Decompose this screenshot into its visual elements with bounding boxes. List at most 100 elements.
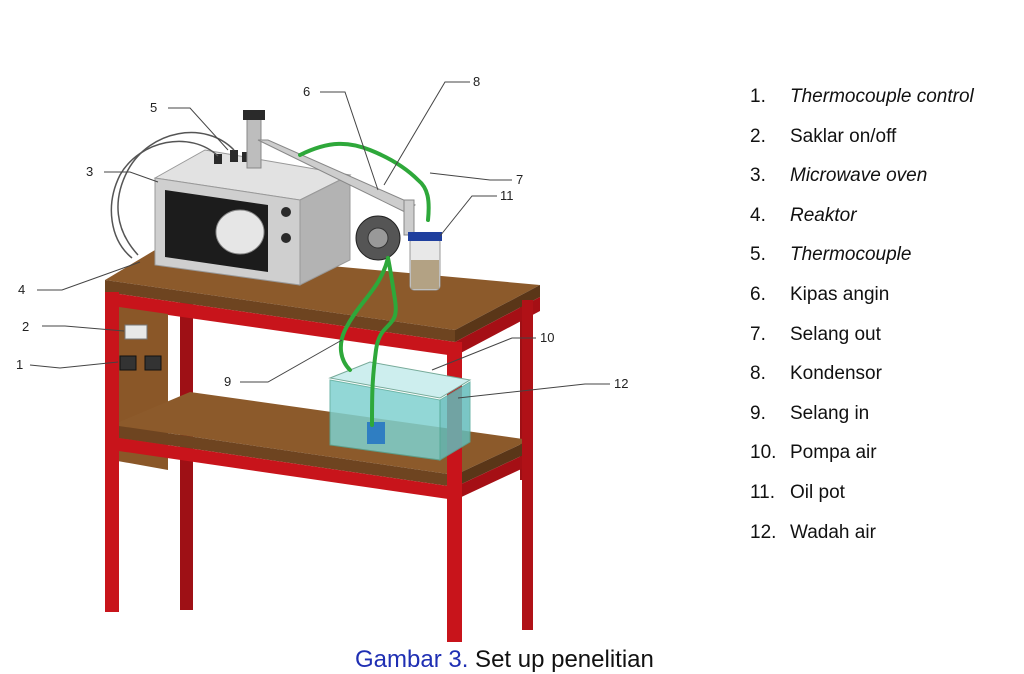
table-rail-upper-side (455, 297, 540, 356)
leader-9 (240, 339, 343, 383)
table-rail-lower-side (455, 452, 530, 500)
legend-item-7: 7. Selang out (750, 322, 974, 362)
condenser-tube (257, 139, 417, 213)
legend-text: Kipas angin (790, 283, 890, 305)
legend-item-4: 4. Reaktor (750, 203, 974, 243)
legend-item-6: 6. Kipas angin (750, 282, 974, 322)
legend-item-11: 11. Oil pot (750, 480, 974, 520)
legend-text: Wadah air (790, 521, 876, 543)
water-container (328, 361, 472, 461)
oven-knob-bottom (281, 233, 291, 243)
legend-text: Reaktor (790, 204, 857, 226)
callout-11: 11 (500, 188, 514, 203)
table-top-edge-side (455, 285, 540, 342)
legend-num: 4. (750, 204, 766, 226)
hose-in (370, 256, 398, 427)
figure-caption: Gambar 3. Set up penelitian (355, 646, 654, 674)
legend-item-2: 2. Saklar on/off (750, 124, 974, 164)
oil-pot-lid (408, 232, 442, 241)
wire-1 (110, 140, 219, 259)
leader-1 (29, 361, 119, 369)
legend-item-12: 12. Wadah air (750, 520, 974, 560)
callout-12: 12 (614, 376, 628, 391)
table-rail-upper (105, 292, 455, 356)
leader-11 (439, 195, 497, 237)
table (105, 250, 540, 642)
table-leg-side-right (522, 300, 533, 630)
legend-text: Thermocouple control (790, 86, 974, 107)
table-shelf-edge-side (455, 440, 530, 487)
legend-num: 5. (750, 244, 766, 266)
water-container-back (328, 361, 472, 399)
legend-text: Microwave oven (790, 165, 928, 187)
leader-10 (431, 337, 536, 371)
legend-text: Selang out (790, 323, 881, 345)
legend-text: Oil pot (790, 481, 845, 503)
thermocouple-control-box-1 (119, 355, 137, 371)
legend-text: Thermocouple (790, 244, 912, 266)
microwave-oven (153, 149, 352, 286)
callout-7: 7 (516, 172, 523, 187)
apparatus-illustration: 1 2 3 4 5 6 7 8 9 10 11 12 (16, 74, 628, 642)
leader-lines (29, 81, 610, 399)
callout-8: 8 (473, 74, 480, 89)
condenser-assembly (243, 110, 417, 236)
leader-3 (104, 171, 159, 183)
reactor-cap (243, 110, 265, 120)
oven-side (299, 174, 351, 286)
legend-text: Selang in (790, 402, 870, 424)
oil-pot-oil (411, 260, 439, 289)
callout-2: 2 (22, 319, 29, 334)
leader-5 (168, 107, 229, 151)
switch-box (124, 324, 148, 340)
fan (355, 215, 401, 261)
callout-3: 3 (86, 164, 93, 179)
wire-2 (117, 131, 235, 256)
legend-text: Saklar on/off (790, 125, 897, 147)
thermocouple-port-3 (242, 152, 250, 162)
component-legend: 1. Thermocouple control 2. Saklar on/off 3… (750, 84, 974, 559)
hoses (298, 141, 431, 427)
hose-loop (338, 256, 390, 372)
oil-pot (408, 232, 442, 291)
legend-text: Kondensor (790, 363, 882, 385)
legend-num: 8. (750, 363, 766, 385)
fan-hub (367, 227, 389, 249)
leader-2 (42, 325, 125, 332)
legend-num: 9. (750, 402, 766, 424)
leader-4 (37, 261, 141, 291)
legend-num: 11. (750, 481, 776, 503)
leader-8 (383, 81, 470, 186)
reactor-flask (215, 209, 265, 255)
thermocouple-port-1 (214, 154, 222, 164)
legend-num: 12. (750, 521, 777, 543)
legend-num: 1. (750, 86, 766, 107)
thermocouple-wires (110, 131, 235, 259)
callout-4: 4 (18, 282, 25, 297)
table-leg-front-left (105, 292, 119, 612)
legend-num: 2. (750, 125, 766, 147)
water-pump (367, 422, 385, 444)
legend-item-10: 10. Pompa air (750, 440, 974, 480)
callout-1: 1 (16, 357, 23, 372)
legend-item-3: 3. Microwave oven (750, 163, 974, 203)
table-top-edge (105, 280, 455, 342)
legend-num: 3. (750, 165, 766, 187)
table-rail-lower (112, 437, 455, 500)
water-body-side (439, 381, 471, 461)
legend-num: 10. (750, 442, 777, 464)
callout-10: 10 (540, 330, 554, 345)
legend-text: Pompa air (790, 442, 877, 464)
legend-num: 7. (750, 323, 766, 345)
legend-item-5: 5. Thermocouple (750, 242, 974, 282)
thermocouple-port-2 (230, 150, 238, 162)
legend-num: 6. (750, 283, 766, 305)
hose-out (298, 141, 431, 222)
legend-item-8: 8. Kondensor (750, 361, 974, 401)
legend-item-1: 1. Thermocouple control (750, 84, 974, 124)
callout-6: 6 (303, 84, 310, 99)
condenser-outlet (403, 199, 415, 236)
oven-knob-top (281, 207, 291, 217)
callout-5: 5 (150, 100, 157, 115)
legend-item-9: 9. Selang in (750, 401, 974, 441)
